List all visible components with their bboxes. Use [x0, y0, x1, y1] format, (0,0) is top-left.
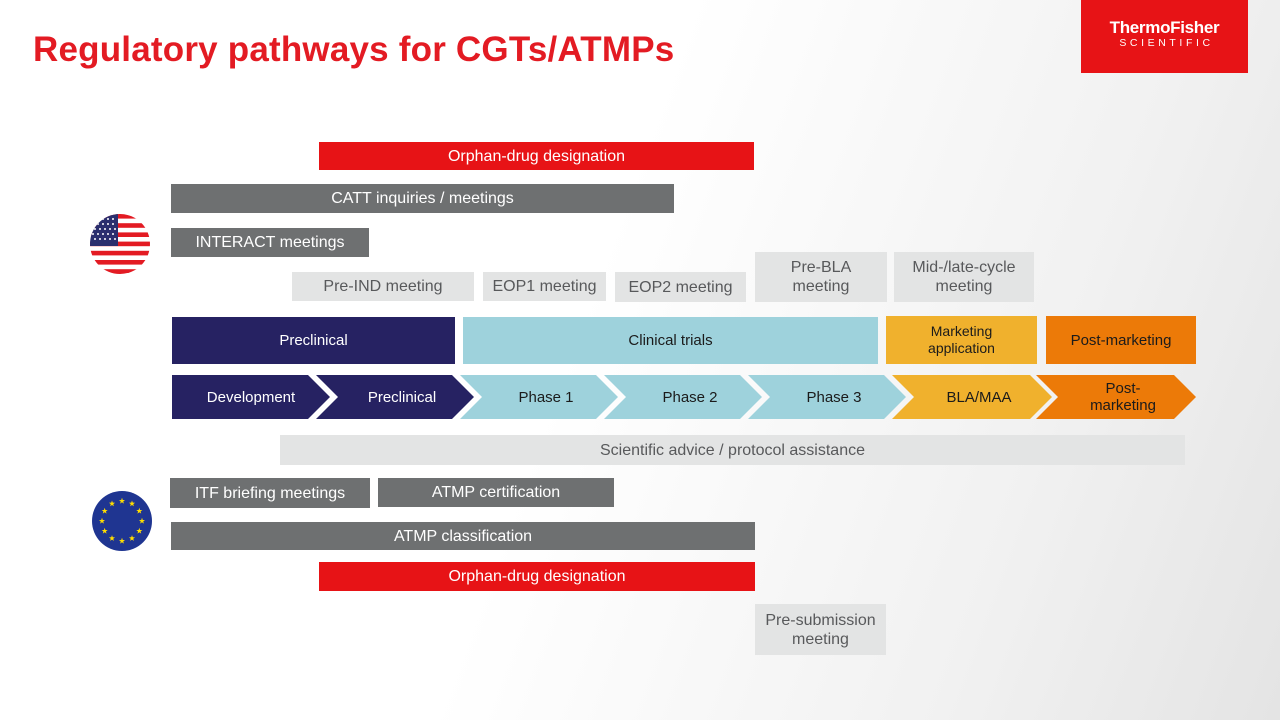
stage-clinical-trials: Clinical trials: [463, 317, 878, 364]
eop2-meeting-bar: EOP2 meeting: [615, 272, 746, 302]
logo-wordmark: ThermoFisher: [1109, 18, 1220, 37]
phase-3: Phase 3: [748, 375, 906, 419]
phase-development-label: Development: [206, 388, 296, 406]
logo-subtitle: SCIENTIFIC: [1119, 37, 1214, 49]
eu-star-icon: [108, 535, 116, 541]
mid-late-cycle-meeting-bar: Mid-/late-cycle meeting: [894, 252, 1034, 302]
catt-inquiries-bar: CATT inquiries / meetings: [171, 184, 674, 213]
phase-2: Phase 2: [604, 375, 762, 419]
phase-2-label: Phase 2: [662, 388, 718, 406]
eu-star-icon: [101, 527, 108, 534]
stage-marketing-application: Marketing application: [886, 316, 1037, 364]
us-flag-icon: [90, 214, 150, 274]
eu-star-icon: [136, 507, 143, 514]
eu-star-icon: [101, 507, 108, 514]
interact-meetings-bar: INTERACT meetings: [171, 228, 369, 257]
eu-star-icon: [128, 500, 136, 507]
atmp-certification-bar: ATMP certification: [378, 478, 614, 507]
eu-star-icon: [128, 535, 136, 541]
eu-star-icon: [108, 500, 116, 507]
eop1-meeting-bar: EOP1 meeting: [483, 272, 606, 301]
phase-1-label: Phase 1: [518, 388, 574, 406]
phase-bla-maa: BLA/MAA: [892, 375, 1052, 419]
eu-star-icon: [98, 517, 106, 524]
stage-post-marketing: Post-marketing: [1046, 316, 1196, 364]
eu-orphan-drug-designation: Orphan-drug designation: [319, 562, 755, 591]
stage-preclinical: Preclinical: [172, 317, 455, 364]
thermo-fisher-logo: ThermoFisher SCIENTIFIC: [1081, 0, 1248, 73]
atmp-classification-bar: ATMP classification: [171, 522, 755, 550]
phase-bla-maa-label: BLA/MAA: [946, 388, 1012, 406]
phase-post-marketing: Post- marketing: [1036, 375, 1196, 419]
eu-star-icon: [118, 497, 126, 504]
phase-preclinical: Preclinical: [316, 375, 474, 419]
eu-star-icon: [136, 527, 143, 534]
itf-briefing-meetings-bar: ITF briefing meetings: [170, 478, 370, 508]
phase-development: Development: [172, 375, 330, 419]
phase-1: Phase 1: [460, 375, 618, 419]
eu-star-icon: [118, 537, 126, 544]
page-title: Regulatory pathways for CGTs/ATMPs: [33, 30, 675, 69]
phase-post-marketing-label: Post- marketing: [1090, 380, 1156, 414]
us-orphan-drug-designation: Orphan-drug designation: [319, 142, 754, 170]
pre-ind-meeting-bar: Pre-IND meeting: [292, 272, 474, 301]
phase-3-label: Phase 3: [806, 388, 862, 406]
pre-submission-meeting-bar: Pre-submission meeting: [755, 604, 886, 655]
scientific-advice-bar: Scientific advice / protocol assistance: [280, 435, 1185, 465]
pre-bla-meeting-bar: Pre-BLA meeting: [755, 252, 887, 302]
eu-flag-icon: [92, 491, 152, 551]
phase-preclinical-label: Preclinical: [367, 388, 437, 406]
eu-star-icon: [138, 517, 146, 524]
